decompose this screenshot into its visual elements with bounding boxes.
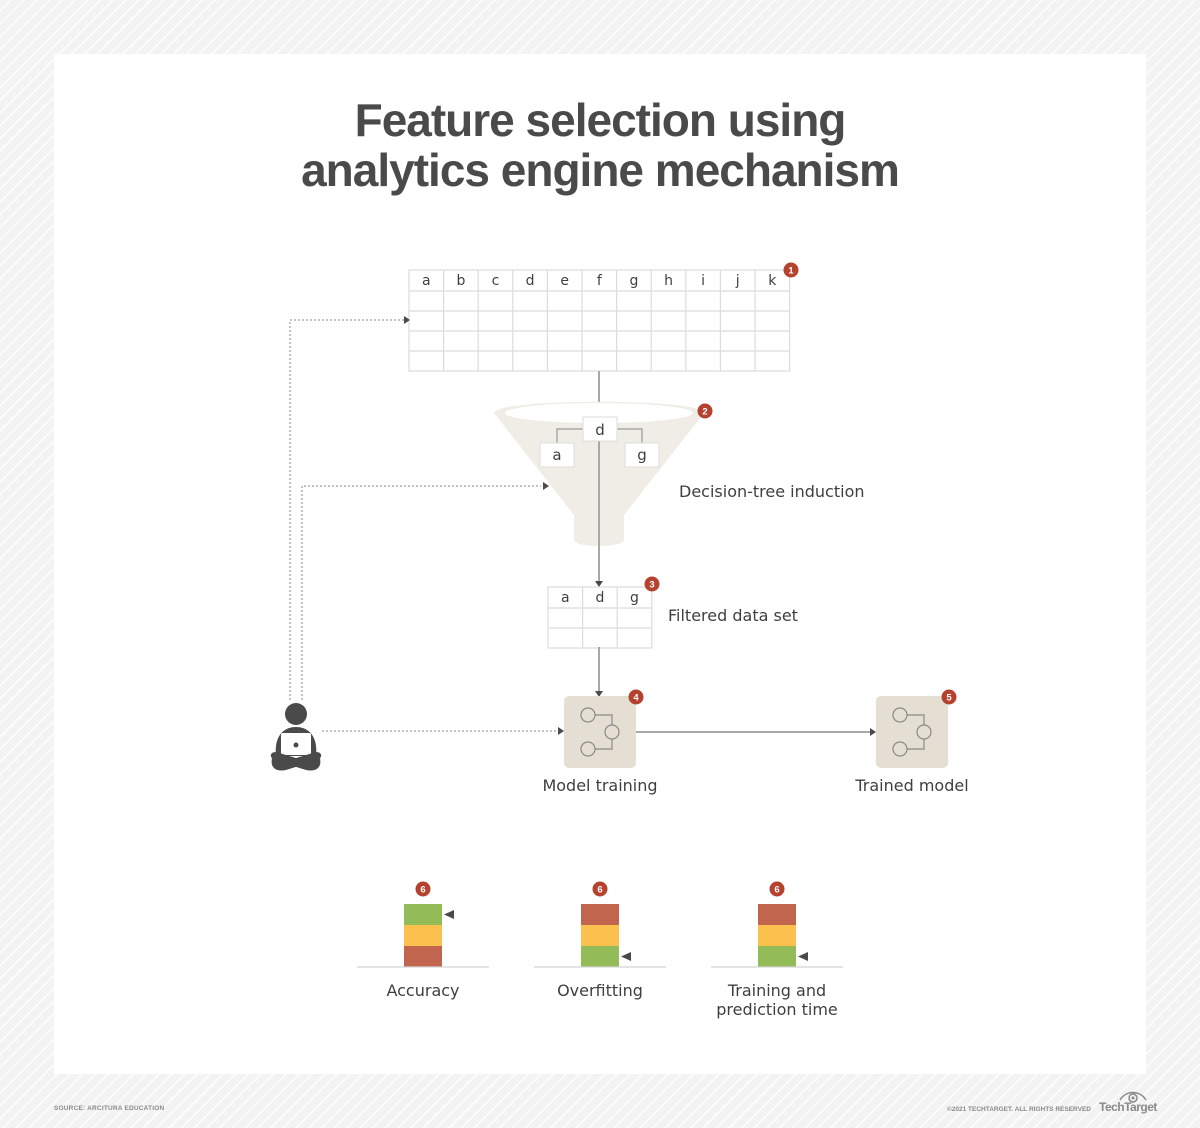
tree-node-left-label: a xyxy=(552,446,561,464)
tree-node-right: g xyxy=(624,442,660,468)
source-table-header-cell: a xyxy=(422,273,431,289)
feedback-connectors xyxy=(289,319,558,732)
gauge-label-overfitting: Overfitting xyxy=(557,981,643,1000)
gauge-segment-green xyxy=(581,946,619,967)
arrowhead xyxy=(404,316,410,324)
tree-node-root-label: d xyxy=(595,421,605,439)
gauge-indicator-arrow xyxy=(798,952,808,961)
badge-number: 4 xyxy=(633,693,639,704)
funnel-label: Decision-tree induction xyxy=(679,482,865,501)
page-title: Feature selection using analytics engine… xyxy=(0,95,1200,195)
arrowhead xyxy=(558,727,564,735)
filtered-table-frame xyxy=(547,586,653,649)
badge-circle xyxy=(415,881,431,897)
badge-number: 5 xyxy=(946,693,952,704)
tree-branch-right xyxy=(617,428,643,444)
gauge-segment-yellow xyxy=(758,925,796,946)
copyright-notice: ©2021 TECHTARGET. ALL RIGHTS RESERVED xyxy=(947,1106,1091,1113)
gauge-segment-yellow xyxy=(581,925,619,946)
feedback-to-source-table xyxy=(289,319,404,700)
filtered-table-header-cell: a xyxy=(561,590,570,606)
source-table-header-cell: e xyxy=(560,273,569,289)
gauge-indicator-arrow xyxy=(621,952,631,961)
source-table-header-cell: f xyxy=(597,273,603,289)
badge-circle xyxy=(769,881,785,897)
badge-circle xyxy=(628,689,644,705)
source-table-header-cell: g xyxy=(629,273,638,289)
tree-branch-left xyxy=(556,428,583,444)
source-table-header-cell: k xyxy=(768,273,777,289)
arrowhead xyxy=(595,581,603,587)
gauge-segment-red xyxy=(758,904,796,925)
step-badge: 6 xyxy=(592,881,608,897)
arrowhead xyxy=(595,691,603,697)
source-table-header-cell: j xyxy=(735,273,740,289)
techtarget-eye-icon xyxy=(1119,1091,1147,1103)
source-table-header-cell: b xyxy=(456,273,465,289)
badge-number: 6 xyxy=(420,885,425,896)
step-badges: 1 2 3 4 5 6 6 6 xyxy=(415,262,957,897)
model-training-icon xyxy=(564,696,636,768)
gauge-indicator-arrow xyxy=(444,910,454,919)
step-badge: 4 xyxy=(628,689,644,705)
filtered-table-header-cell: g xyxy=(630,590,639,606)
badge-circle xyxy=(783,262,799,278)
techtarget-logo: TechTarget xyxy=(1099,1100,1157,1114)
gauge-segment-yellow xyxy=(404,925,442,946)
source-table-header-cell: i xyxy=(701,273,705,289)
badge-number: 6 xyxy=(774,885,779,896)
trained-model-icon xyxy=(876,696,948,768)
badge-number: 6 xyxy=(597,885,602,896)
title-line-1: Feature selection using xyxy=(354,94,847,146)
gauge-segment-green xyxy=(404,904,442,925)
source-table-header-cell: d xyxy=(526,273,535,289)
feedback-to-funnel xyxy=(301,485,541,700)
gauge-label-accuracy: Accuracy xyxy=(386,981,460,1000)
badge-circle xyxy=(941,689,957,705)
source-data-table: a b c d e f g h i j k xyxy=(408,269,791,372)
step-badge: 2 xyxy=(697,403,713,419)
step-badge: 6 xyxy=(415,881,431,897)
tree-node-right-label: g xyxy=(637,446,647,464)
badge-number: 2 xyxy=(702,407,707,418)
badge-circle xyxy=(644,576,660,592)
person-with-laptop-icon xyxy=(270,703,322,771)
step-badge: 5 xyxy=(941,689,957,705)
badge-circle xyxy=(592,881,608,897)
gauge-label-line-1: Training and xyxy=(727,981,827,1000)
title-line-2: analytics engine mechanism xyxy=(301,144,900,196)
filtered-data-label: Filtered data set xyxy=(668,606,798,625)
gauge-label-training-time: Training and prediction time xyxy=(697,981,857,1019)
gauge-label-line-2: prediction time xyxy=(716,1000,838,1019)
source-credit: SOURCE: ARCITURA EDUCATION xyxy=(54,1105,165,1112)
source-table-frame xyxy=(408,269,791,372)
arrowhead xyxy=(870,728,876,736)
gauge-segment-red xyxy=(404,946,442,967)
badge-circle xyxy=(697,403,713,419)
metric-gauges xyxy=(357,904,843,968)
step-badge: 3 xyxy=(644,576,660,592)
gauge-2 xyxy=(711,904,843,968)
tree-node-root: d xyxy=(582,416,618,442)
gauge-1 xyxy=(534,904,666,968)
model-training-label: Model training xyxy=(542,776,658,795)
trained-model-label: Trained model xyxy=(855,776,969,795)
badge-number: 3 xyxy=(649,580,654,591)
badge-number: 1 xyxy=(788,266,794,277)
arrowhead xyxy=(543,482,549,490)
gauge-0 xyxy=(357,904,489,968)
step-badge: 1 xyxy=(783,262,799,278)
filtered-table-header-cell: d xyxy=(595,590,604,606)
gauge-segment-red xyxy=(581,904,619,925)
tree-node-left: a xyxy=(539,442,575,468)
source-table-header-cell: h xyxy=(664,273,673,289)
step-badge: 6 xyxy=(769,881,785,897)
source-table-header-cell: c xyxy=(492,273,500,289)
gauge-segment-green xyxy=(758,946,796,967)
